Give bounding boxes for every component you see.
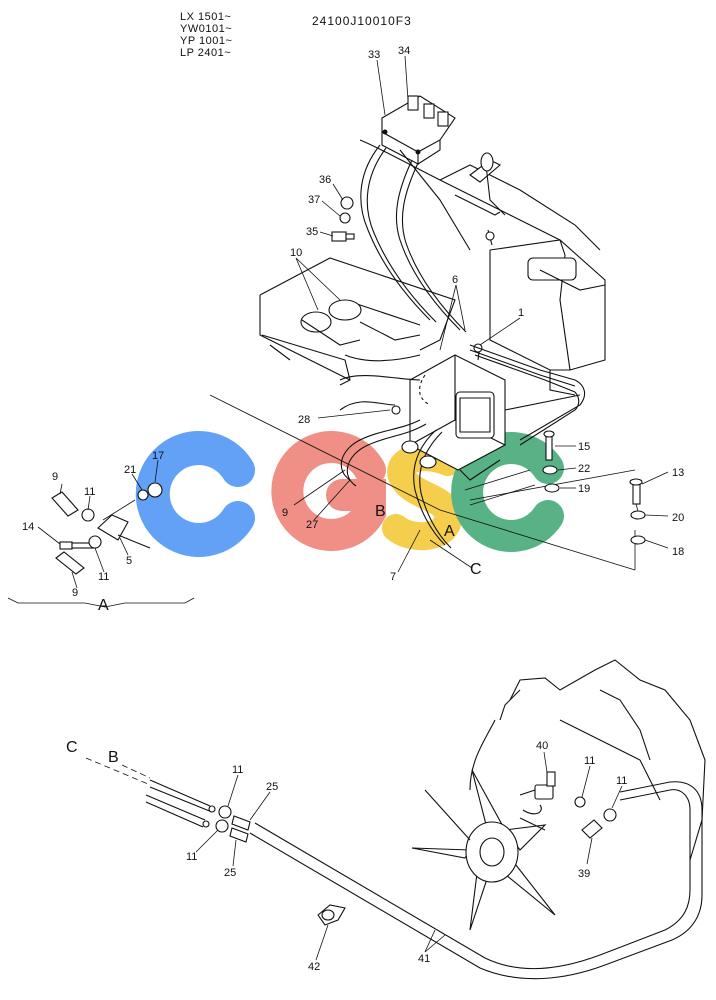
watermark-letter-g xyxy=(271,431,386,551)
callout-5: 5 xyxy=(126,555,132,567)
serial-4: LP 2401~ xyxy=(180,47,232,59)
callout-41: 41 xyxy=(418,953,430,965)
letter-b-lower: B xyxy=(108,749,119,766)
letter-b: B xyxy=(375,503,386,520)
hydraulic-lines xyxy=(469,344,586,446)
callout-11e: 11 xyxy=(584,755,595,767)
pilot-hoses xyxy=(360,144,471,333)
callout-1: 1 xyxy=(518,307,524,319)
pump-hoses xyxy=(339,375,452,549)
clip-42 xyxy=(317,904,346,926)
callout-36: 36 xyxy=(319,174,331,186)
leader-lines xyxy=(37,55,669,961)
cab-floor xyxy=(259,257,456,386)
callout-25a: 25 xyxy=(266,781,278,793)
section-a-label: A xyxy=(98,597,109,614)
callout-40: 40 xyxy=(536,740,548,752)
callout-11a: 11 xyxy=(84,486,95,498)
callout-39: 39 xyxy=(578,868,590,880)
callout-42: 42 xyxy=(308,961,320,973)
callout-13: 13 xyxy=(672,467,684,479)
callout-28: 28 xyxy=(298,414,310,426)
hose-41 xyxy=(249,781,703,980)
callout-18: 18 xyxy=(672,546,684,558)
fitting-40 xyxy=(519,771,556,831)
clamps-right xyxy=(574,796,617,839)
hardware-right xyxy=(542,430,646,545)
hardware-top-left xyxy=(331,196,355,242)
engine-fan xyxy=(411,769,556,931)
serial-3: YP 1001~ xyxy=(180,35,233,47)
callout-33: 33 xyxy=(368,49,380,61)
detail-a xyxy=(7,482,195,608)
callout-6: 6 xyxy=(452,274,458,286)
callout-17: 17 xyxy=(152,450,164,462)
callout-20: 20 xyxy=(672,512,684,524)
section-letters: A B C A C B xyxy=(66,503,482,766)
watermark-letter-s xyxy=(382,443,463,551)
callout-11b: 11 xyxy=(98,571,109,583)
console xyxy=(359,139,606,396)
callout-9a: 9 xyxy=(52,471,58,483)
callout-27: 27 xyxy=(306,519,318,531)
fittings-25 xyxy=(215,805,251,843)
callout-7: 7 xyxy=(390,571,396,583)
callout-25b: 25 xyxy=(224,867,236,879)
callout-11c: 11 xyxy=(232,764,243,776)
callout-11f: 11 xyxy=(616,775,627,787)
callout-9b: 9 xyxy=(72,587,78,599)
callout-10: 10 xyxy=(290,247,302,259)
letter-c-lower: C xyxy=(66,739,78,756)
callout-11d: 11 xyxy=(186,851,197,863)
callout-15: 15 xyxy=(578,441,590,453)
hoses-left xyxy=(85,757,216,828)
serial-1: LX 1501~ xyxy=(180,11,232,23)
watermark-letter-c2 xyxy=(451,432,564,552)
control-valve xyxy=(381,95,456,165)
watermark-letter-c xyxy=(135,431,255,557)
callout-14: 14 xyxy=(22,521,34,533)
callout-22: 22 xyxy=(578,463,590,475)
callout-19: 19 xyxy=(578,483,590,495)
letter-a: A xyxy=(444,523,455,540)
letter-c: C xyxy=(470,561,482,578)
part-code: 24100J10010F3 xyxy=(312,14,412,28)
engine-outline xyxy=(469,659,706,861)
callout-34: 34 xyxy=(398,45,410,57)
callout-35: 35 xyxy=(306,226,318,238)
callout-9c: 9 xyxy=(282,507,288,519)
callouts: 33 34 36 37 35 10 6 1 28 9 27 7 15 22 19… xyxy=(22,45,684,973)
callout-37: 37 xyxy=(308,194,320,206)
callout-21: 21 xyxy=(124,464,136,476)
serial-2: YW0101~ xyxy=(180,23,233,35)
watermark-logo xyxy=(135,431,564,557)
